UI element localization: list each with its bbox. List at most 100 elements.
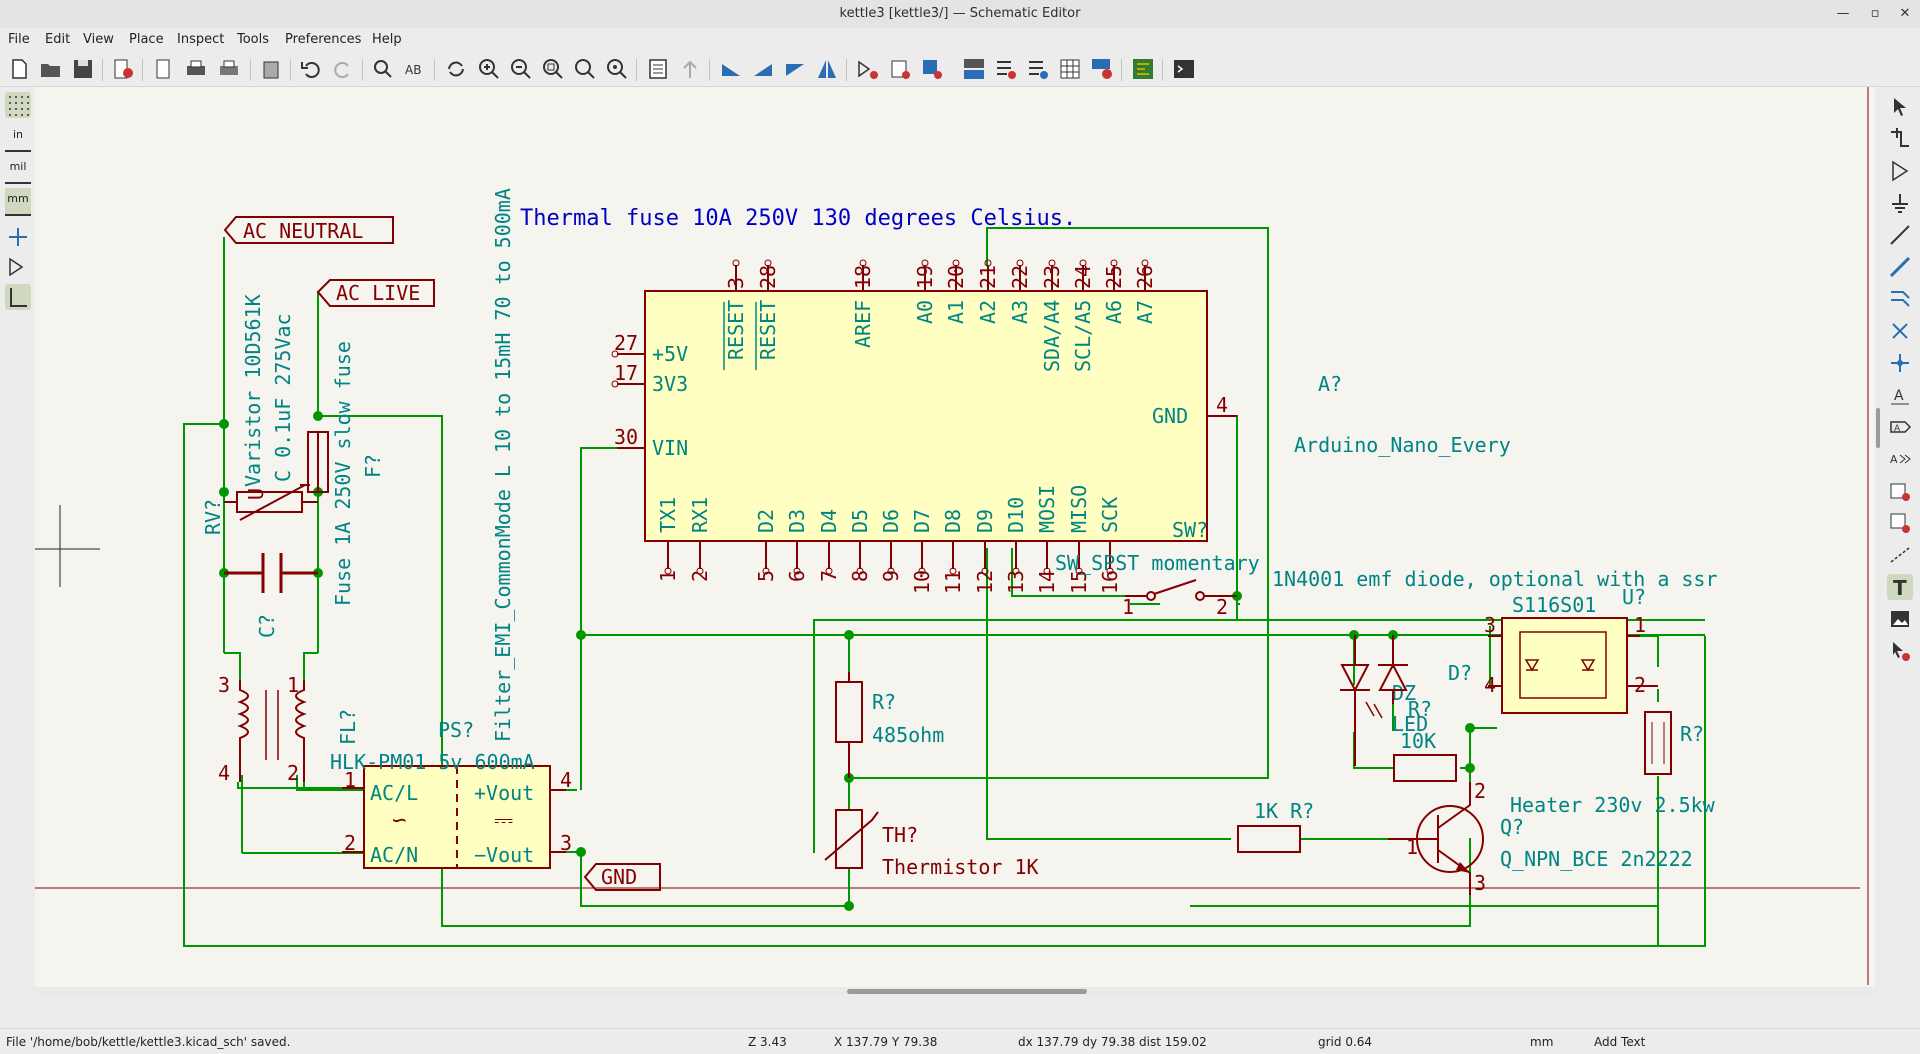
add-junction-icon[interactable] bbox=[1887, 350, 1913, 376]
mirror-h-icon[interactable] bbox=[814, 56, 840, 82]
maximize-button[interactable]: ▫ bbox=[1870, 6, 1880, 21]
resistor-485-symbol[interactable]: R? 485ohm bbox=[835, 672, 944, 778]
delete-tool-icon[interactable] bbox=[1887, 638, 1913, 664]
arduino-pin-label: RX1 bbox=[688, 497, 712, 533]
label-gnd[interactable]: GND bbox=[583, 863, 661, 891]
vertical-scroll-thumb[interactable] bbox=[1876, 408, 1880, 448]
heater-resistor-symbol[interactable]: R? Heater 230v 2.5kw bbox=[1510, 711, 1716, 817]
led-symbol[interactable]: DZ LED bbox=[1340, 635, 1428, 766]
grid-toggle-icon[interactable] bbox=[5, 92, 31, 118]
add-bus-entry-icon[interactable] bbox=[1887, 286, 1913, 312]
units-mil-button[interactable]: mil bbox=[5, 156, 31, 184]
minimize-button[interactable]: — bbox=[1836, 6, 1850, 21]
resistor-1k-symbol[interactable]: 1K R? bbox=[1237, 799, 1314, 853]
add-graphic-line-icon[interactable] bbox=[1887, 542, 1913, 568]
menu-view[interactable]: View bbox=[83, 32, 114, 47]
new-schematic-icon[interactable] bbox=[6, 56, 32, 82]
add-global-label-icon[interactable]: A bbox=[1887, 414, 1913, 440]
horizontal-scroll-thumb[interactable] bbox=[847, 989, 1087, 994]
erc-icon[interactable] bbox=[993, 56, 1019, 82]
arduino-top-pins: 3RESET28RESET18AREF19A020A121A222A323SDA… bbox=[723, 259, 1157, 372]
import-sheet-pin-icon[interactable] bbox=[1887, 510, 1913, 536]
transistor-symbol[interactable]: 1 2 3 Q? Q_NPN_BCE 2n2222 bbox=[1388, 779, 1693, 895]
thermal-fuse-note[interactable]: Thermal fuse 10A 250V 130 degrees Celsiu… bbox=[520, 206, 1076, 231]
menu-preferences[interactable]: Preferences bbox=[285, 32, 362, 47]
arduino-nano-every-symbol[interactable]: 3RESET28RESET18AREF19A020A121A222A323SDA… bbox=[611, 259, 1511, 594]
zoom-selection-icon[interactable] bbox=[604, 56, 630, 82]
rotate-ccw-icon[interactable] bbox=[718, 56, 744, 82]
page-settings-icon[interactable] bbox=[110, 56, 136, 82]
redo-icon[interactable] bbox=[330, 56, 356, 82]
menu-file[interactable]: File bbox=[8, 32, 30, 47]
power-supply-symbol[interactable]: AC/L AC/N +Vout −Vout ∽ ⎓ 1 2 3 4 PS? HL… bbox=[330, 718, 572, 869]
symbol-fields-icon[interactable] bbox=[1057, 56, 1083, 82]
add-label-icon[interactable]: A bbox=[1887, 382, 1913, 408]
zoom-objects-icon[interactable] bbox=[572, 56, 598, 82]
menu-edit[interactable]: Edit bbox=[45, 32, 71, 47]
arduino-pin-label: 3V3 bbox=[652, 372, 688, 396]
varistor-symbol[interactable]: RV? Varistor 10D561K U bbox=[201, 294, 318, 535]
menu-inspect[interactable]: Inspect bbox=[177, 32, 225, 47]
close-button[interactable]: ✕ bbox=[1899, 6, 1911, 21]
mirror-v-icon[interactable] bbox=[782, 56, 808, 82]
find-replace-icon[interactable]: AB bbox=[402, 56, 428, 82]
open-icon[interactable] bbox=[38, 56, 64, 82]
line-angle-icon[interactable] bbox=[5, 284, 31, 310]
pcb-editor-icon[interactable] bbox=[1130, 56, 1156, 82]
highlight-net-icon[interactable] bbox=[1887, 126, 1913, 152]
resistor-10k-symbol[interactable]: 10K bbox=[1393, 729, 1457, 782]
bom-icon[interactable] bbox=[1089, 56, 1115, 82]
schematic-canvas[interactable]: AC NEUTRAL AC LIVE GND RV? Varistor 10D5… bbox=[35, 87, 1877, 987]
netlist-icon[interactable] bbox=[1025, 56, 1051, 82]
fuse-symbol[interactable]: Fuse 1A 250V slow fuse F? bbox=[307, 341, 385, 606]
scripting-console-icon[interactable] bbox=[1171, 56, 1197, 82]
add-hierarchical-label-icon[interactable]: A bbox=[1887, 446, 1913, 472]
zoom-in-icon[interactable] bbox=[476, 56, 502, 82]
show-hidden-pins-icon[interactable] bbox=[5, 254, 31, 280]
no-connect-icon[interactable] bbox=[1887, 318, 1913, 344]
print-icon[interactable] bbox=[183, 56, 209, 82]
units-inch-button[interactable]: in bbox=[5, 124, 31, 152]
menu-place[interactable]: Place bbox=[129, 32, 164, 47]
rotate-cw-icon[interactable] bbox=[750, 56, 776, 82]
undo-icon[interactable] bbox=[298, 56, 324, 82]
symbol-editor-icon[interactable] bbox=[855, 56, 881, 82]
menu-help[interactable]: Help bbox=[372, 32, 402, 47]
emi-filter-symbol[interactable]: 3 1 4 2 FL? Filter_EMI_CommonMode L 10 t… bbox=[218, 188, 515, 785]
plot2-icon[interactable] bbox=[216, 56, 242, 82]
find-icon[interactable] bbox=[370, 56, 396, 82]
zoom-fit-icon[interactable] bbox=[540, 56, 566, 82]
diode-note[interactable]: 1N4001 emf diode, optional with a ssr bbox=[1272, 567, 1718, 591]
add-power-icon[interactable] bbox=[1887, 190, 1913, 216]
capacitor-symbol[interactable]: C? C 0.1uF 275Vac bbox=[224, 313, 318, 638]
switch-symbol[interactable]: 1 2 SW? SW_SPST momentary bbox=[1055, 518, 1260, 619]
add-text-icon[interactable]: T bbox=[1887, 574, 1913, 600]
label-ac-neutral[interactable]: AC NEUTRAL bbox=[223, 216, 394, 244]
cursor-style-icon[interactable] bbox=[5, 224, 31, 250]
add-sheet-icon[interactable] bbox=[1887, 478, 1913, 504]
menu-tools[interactable]: Tools bbox=[237, 32, 270, 47]
save-icon[interactable] bbox=[70, 56, 96, 82]
hierarchy-icon[interactable] bbox=[645, 56, 671, 82]
label-ac-live[interactable]: AC LIVE bbox=[316, 279, 435, 307]
plot-icon[interactable] bbox=[150, 56, 176, 82]
emf-diode-symbol[interactable]: D? R? bbox=[1378, 635, 1472, 721]
thermistor-symbol[interactable]: TH? Thermistor 1K bbox=[824, 809, 1039, 879]
add-wire-icon[interactable] bbox=[1887, 222, 1913, 248]
horizontal-scrollbar[interactable] bbox=[35, 987, 1877, 995]
annotate-icon[interactable] bbox=[961, 56, 987, 82]
select-arrow-icon[interactable] bbox=[1887, 94, 1913, 120]
footprint-assign-icon[interactable] bbox=[919, 56, 945, 82]
zoom-out-icon[interactable] bbox=[508, 56, 534, 82]
leave-sheet-icon[interactable] bbox=[677, 56, 703, 82]
paste-icon[interactable] bbox=[258, 56, 284, 82]
symbol-browser-icon[interactable] bbox=[887, 56, 913, 82]
vertical-scrollbar[interactable] bbox=[1875, 88, 1881, 988]
ssr-symbol[interactable]: 3 4 1 2 S116S01 U? bbox=[1484, 585, 1658, 714]
add-symbol-icon[interactable] bbox=[1887, 158, 1913, 184]
units-mm-button[interactable]: mm bbox=[5, 188, 31, 216]
add-image-icon[interactable] bbox=[1887, 606, 1913, 632]
add-bus-icon[interactable] bbox=[1887, 254, 1913, 280]
refresh-icon[interactable] bbox=[443, 56, 469, 82]
svg-text:HLK-PM01 5v 600mA: HLK-PM01 5v 600mA bbox=[330, 750, 535, 774]
